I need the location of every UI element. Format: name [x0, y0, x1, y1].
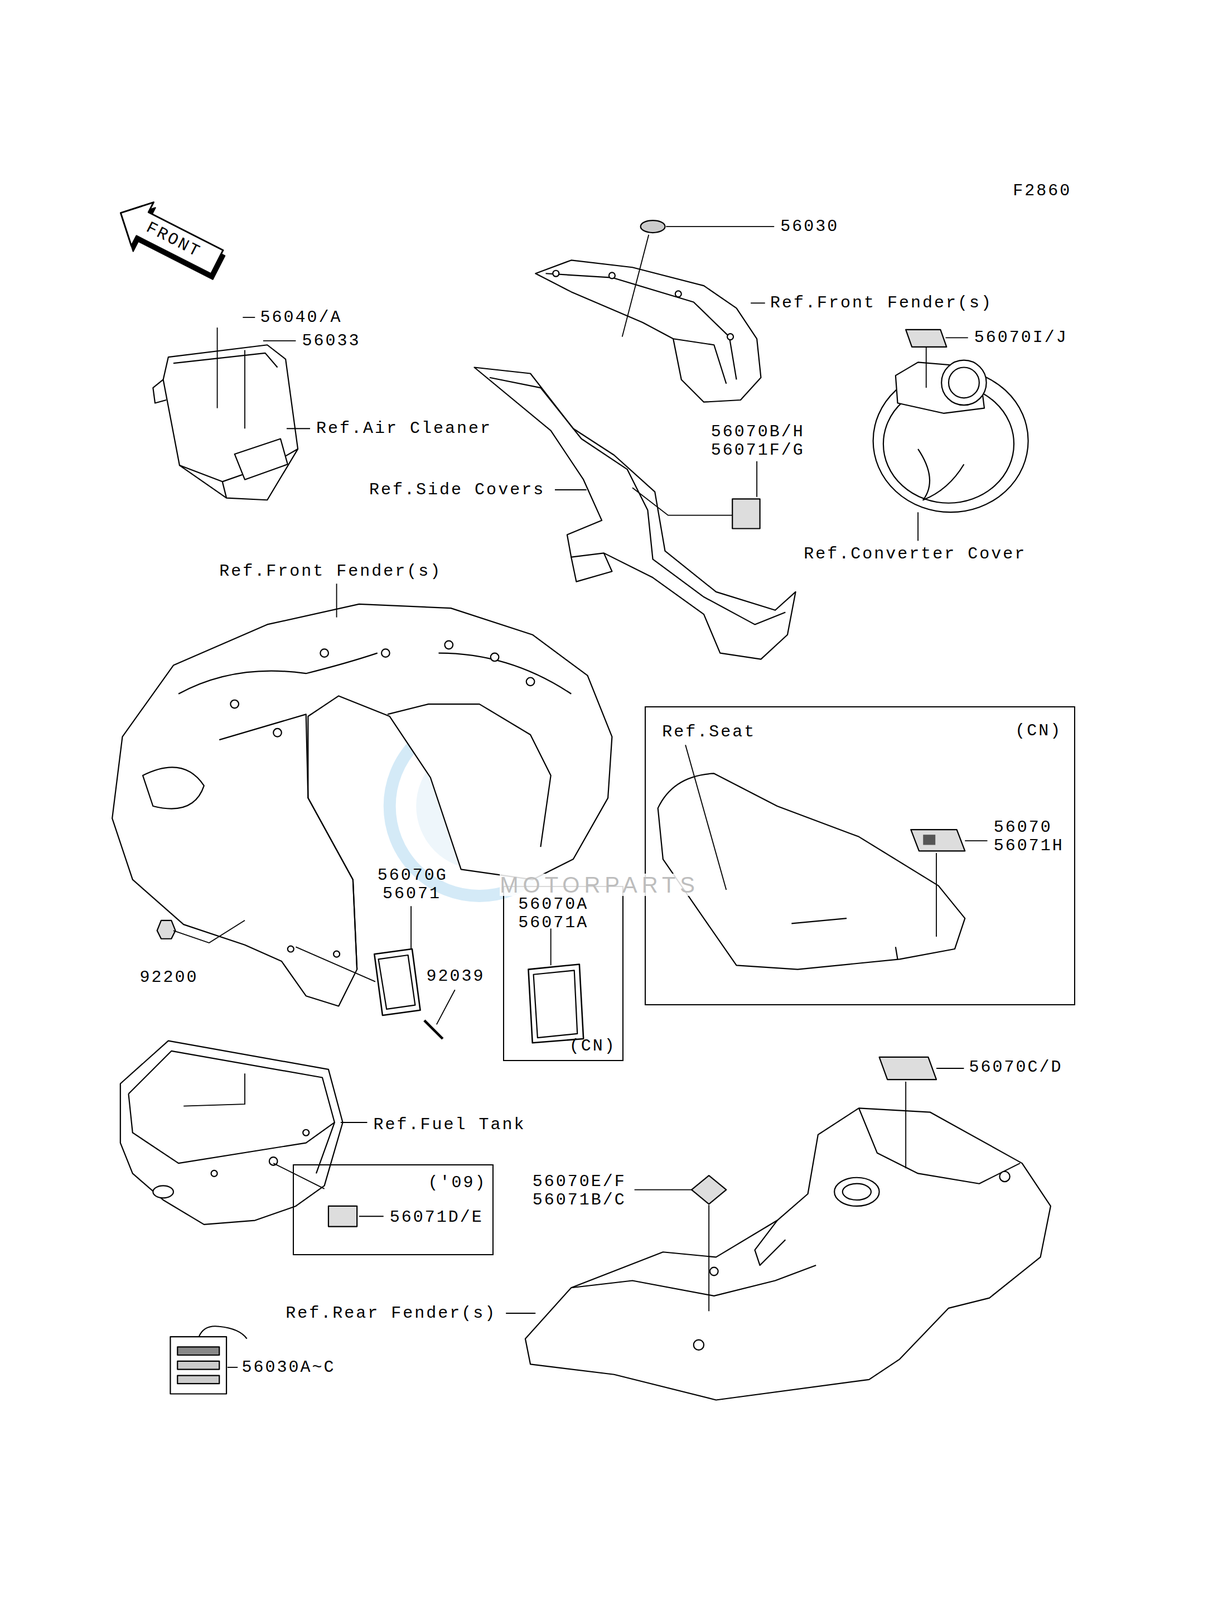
callout-number: 56070C/D: [969, 1058, 1063, 1076]
leader-line: [359, 1215, 384, 1217]
leader-line: [550, 927, 552, 965]
fuel-tank: [120, 1040, 343, 1225]
callout-number: 56040/A: [259, 308, 342, 326]
leader-line: [622, 234, 650, 337]
part-label: Ref.Front Fender(s): [219, 562, 442, 580]
callout-number: 56071F/G: [711, 441, 805, 459]
region-box: 56070A56071A (CN): [503, 885, 624, 1062]
rear-fender: [525, 1107, 1051, 1400]
part-label: Ref.Rear Fender(s): [285, 1304, 497, 1322]
part-label: Ref.Converter Cover: [803, 545, 1027, 563]
region-box: ('09) 56071D/E: [292, 1163, 494, 1255]
leader-line: [685, 744, 727, 890]
front-arrow: [107, 191, 232, 290]
part-label: Ref.Seat: [661, 723, 756, 741]
leader-line: [634, 1188, 692, 1191]
leader-line: [925, 346, 927, 388]
leader-line: [336, 583, 338, 617]
callout-number: 56071A: [518, 914, 589, 931]
callout-number: ('09): [428, 1173, 487, 1191]
callout-number: 56030: [780, 218, 839, 235]
sticker: [378, 954, 416, 1009]
callout-number: 92200: [139, 968, 199, 986]
leader-line: [708, 1204, 710, 1311]
warning-tag: [170, 1325, 247, 1394]
leader-line: [286, 427, 311, 429]
part-label: Ref.Side Covers: [369, 481, 545, 499]
callout-number: (CN): [1014, 722, 1062, 739]
callout-number: 56071H: [993, 837, 1065, 854]
leader-line: [756, 461, 758, 497]
leader-line: [273, 1162, 325, 1189]
callout-number: (CN): [569, 1037, 617, 1055]
sticker: [910, 829, 965, 851]
leader-line: [216, 327, 219, 408]
leader-line: [632, 487, 733, 515]
leader-line: [340, 1121, 368, 1123]
leader-line: [263, 340, 297, 342]
leader-line: [936, 1067, 964, 1069]
front-fender: [112, 603, 612, 1007]
part-label: FRONT: [143, 219, 203, 261]
callout-number: 92039: [426, 967, 486, 985]
leader-line: [295, 946, 376, 981]
sticker: [533, 969, 578, 1038]
callout-number: 56070G: [377, 866, 448, 884]
leader-line: [227, 1366, 238, 1368]
callout-number: 56030A~C: [241, 1358, 336, 1376]
sticker: [905, 329, 947, 347]
callout-number: 56071: [382, 885, 442, 902]
leader-line: [242, 316, 255, 318]
leader-line: [244, 349, 246, 429]
converter-cover: [873, 360, 1029, 513]
front-fender-inner: [535, 220, 761, 403]
sticker: [374, 948, 420, 1015]
leader-line: [964, 839, 988, 841]
watermark: MOTORPARTS: [499, 873, 700, 896]
sticker: [528, 963, 584, 1043]
leader-line: [173, 920, 245, 943]
leader-line: [945, 337, 969, 339]
leader-line: [410, 905, 412, 949]
sticker: [691, 1175, 727, 1204]
seat: [658, 772, 966, 969]
sticker: [732, 498, 760, 529]
sticker: [640, 220, 666, 233]
part-label: Ref.Front Fender(s): [770, 294, 993, 312]
leader-line: [183, 1072, 245, 1106]
callout-number: 56071D/E: [389, 1208, 484, 1226]
callout-number: 56070: [993, 818, 1053, 836]
callout-number: 56071B/C: [532, 1191, 627, 1208]
leader-line: [665, 225, 775, 227]
side-covers: [474, 366, 796, 659]
leader-line: [917, 511, 919, 541]
callout-number: 56070I/J: [974, 329, 1068, 346]
leader-line: [935, 852, 937, 937]
callout-number: 56033: [301, 332, 361, 350]
air-cleaner: [152, 344, 298, 500]
sticker: [922, 834, 936, 845]
callout-number: 56070E/F: [532, 1172, 627, 1190]
sticker: [328, 1205, 357, 1227]
part-label: F2860: [1012, 182, 1072, 200]
callout-number: 56070A: [518, 895, 589, 913]
nut: [157, 920, 176, 939]
leader-line: [905, 1081, 907, 1168]
pin: [424, 1020, 443, 1039]
sticker: [879, 1056, 937, 1080]
part-label: Ref.Fuel Tank: [373, 1115, 526, 1133]
leader-line: [505, 1312, 536, 1314]
leader-line: [750, 302, 766, 304]
leader-line: [554, 489, 587, 491]
part-label: Ref.Air Cleaner: [316, 419, 492, 437]
leader-line: [436, 989, 456, 1024]
region-box: Ref.Seat (CN) 5607056071H: [644, 706, 1076, 1005]
callout-number: 56070B/H: [711, 423, 805, 441]
